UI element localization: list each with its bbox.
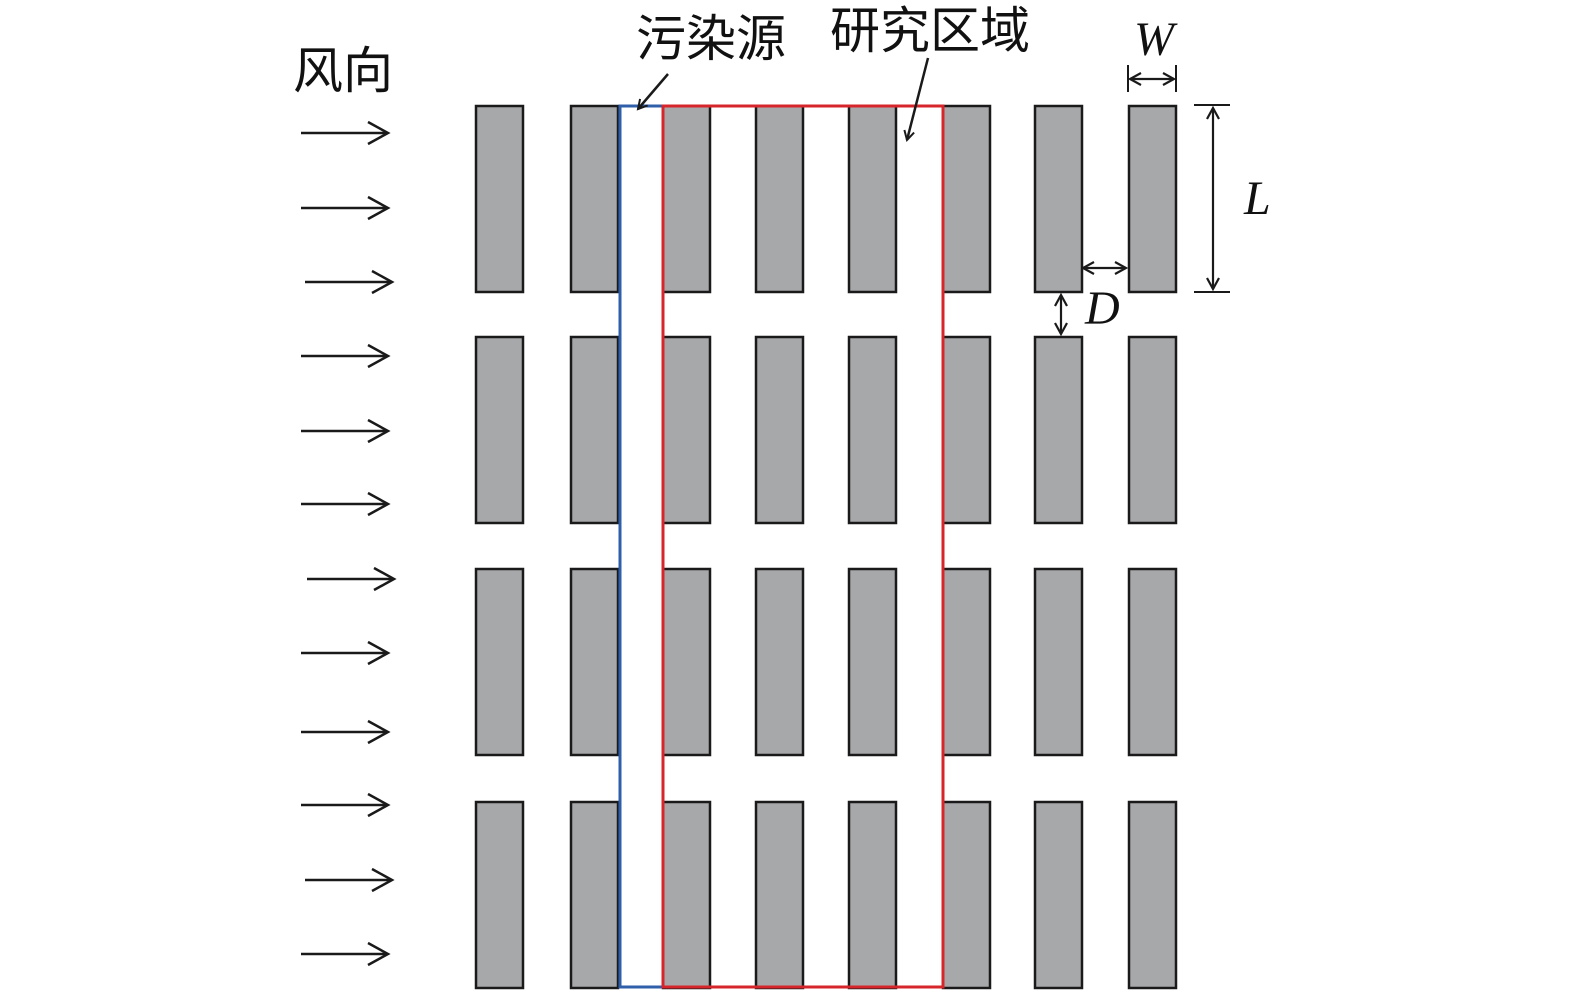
right-arrow-icon [305, 867, 395, 893]
building-r1-c1 [474, 104, 525, 294]
building-r4-c3 [661, 800, 712, 990]
gap-symbol: D [1084, 282, 1120, 335]
building-r4-c7 [1033, 800, 1084, 990]
building-r2-c6 [941, 335, 992, 525]
building-r3-c1 [474, 567, 525, 757]
right-arrow-icon [301, 719, 391, 745]
right-arrow-icon [301, 640, 391, 666]
wind-direction-label: 风向 [293, 42, 393, 100]
building-r3-c7 [1033, 567, 1084, 757]
study-area-label: 研究区域 [830, 2, 1030, 60]
building-r4-c2 [569, 800, 620, 990]
building-r3-c5 [847, 567, 898, 757]
pollution-source-pointer-icon [638, 73, 669, 109]
building-r3-c8 [1127, 567, 1178, 757]
right-arrow-icon [301, 120, 391, 146]
building-r1-c6 [941, 104, 992, 294]
study-area-pointer-icon [907, 57, 930, 140]
right-arrow-icon [301, 343, 391, 369]
right-arrow-icon [301, 792, 391, 818]
building-r3-c3 [661, 567, 712, 757]
building-r1-c8 [1127, 104, 1178, 294]
wind-arrows [301, 120, 397, 967]
building-r4-c1 [474, 800, 525, 990]
building-r4-c6 [941, 800, 992, 990]
building-r4-c4 [754, 800, 805, 990]
building-r2-c1 [474, 335, 525, 525]
building-r2-c5 [847, 335, 898, 525]
building-r3-c2 [569, 567, 620, 757]
right-arrow-icon [301, 491, 391, 517]
building-r1-c3 [661, 104, 712, 294]
building-blocks [474, 104, 1178, 990]
right-arrow-icon [307, 566, 397, 592]
building-r2-c3 [661, 335, 712, 525]
building-r2-c2 [569, 335, 620, 525]
right-arrow-icon [305, 269, 395, 295]
right-arrow-icon [301, 941, 391, 967]
building-r1-c2 [569, 104, 620, 294]
building-r2-c8 [1127, 335, 1178, 525]
width-symbol: W [1134, 13, 1178, 66]
building-r4-c8 [1127, 800, 1178, 990]
building-r4-c5 [847, 800, 898, 990]
building-r1-c7 [1033, 104, 1084, 294]
pollution-source-outline [618, 104, 665, 989]
building-r3-c4 [754, 567, 805, 757]
building-r1-c5 [847, 104, 898, 294]
building-r1-c4 [754, 104, 805, 294]
pollution-source-label: 污染源 [636, 10, 786, 68]
building-r2-c4 [754, 335, 805, 525]
right-arrow-icon [301, 418, 391, 444]
building-r3-c6 [941, 567, 992, 757]
length-symbol: L [1243, 172, 1271, 225]
building-r2-c7 [1033, 335, 1084, 525]
right-arrow-icon [301, 195, 391, 221]
study-area-outline [661, 104, 945, 989]
